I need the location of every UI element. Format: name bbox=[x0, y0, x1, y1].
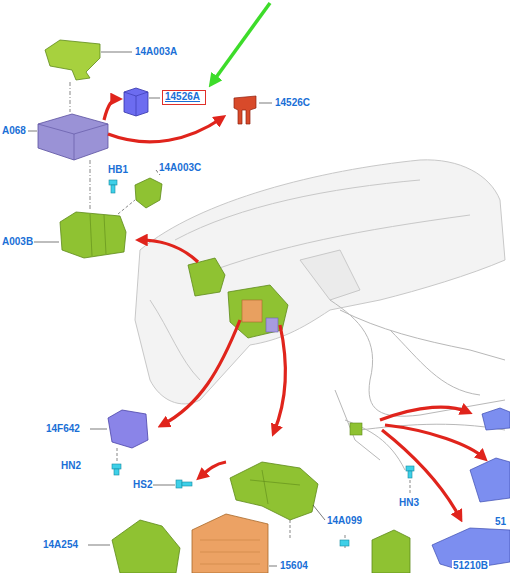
part-number: 51 bbox=[494, 516, 507, 528]
part-number: 14F642 bbox=[45, 423, 81, 435]
part-number: A003B bbox=[1, 236, 34, 248]
callout-box: 14526A bbox=[162, 90, 206, 105]
part-number: HB1 bbox=[107, 164, 129, 176]
part-number: 14526A bbox=[165, 91, 203, 103]
part-number: A068 bbox=[1, 125, 27, 137]
part-number: 14526C bbox=[274, 97, 311, 109]
part-number: 14A003C bbox=[158, 162, 202, 174]
part-number: 15604 bbox=[279, 560, 309, 572]
part-number: 14A099 bbox=[326, 515, 363, 527]
part-number: 14A003A bbox=[134, 46, 178, 58]
part-number: HS2 bbox=[132, 479, 153, 491]
part-number: 51210B bbox=[452, 560, 489, 572]
part-number: 14A254 bbox=[42, 539, 79, 551]
part-number: HN3 bbox=[398, 497, 420, 509]
part-number: HN2 bbox=[60, 460, 82, 472]
